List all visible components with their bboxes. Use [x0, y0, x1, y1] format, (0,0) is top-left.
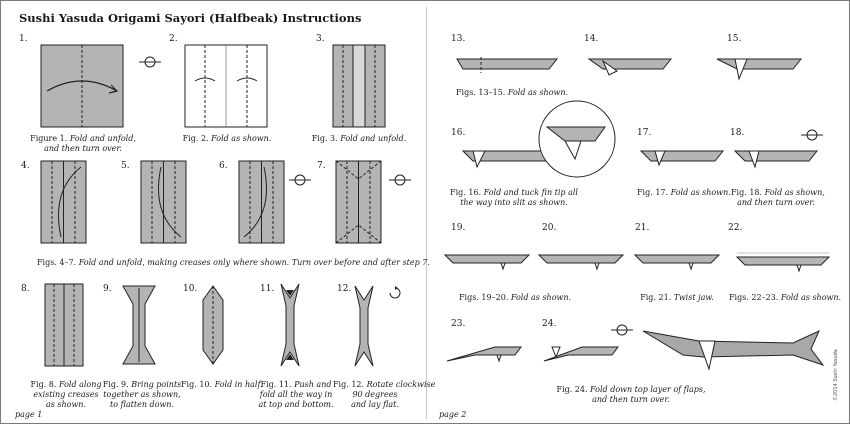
step-24-diagram — [543, 346, 619, 362]
step-number: 23. — [451, 319, 466, 329]
step-5-diagram — [140, 160, 187, 244]
step-number: 16. — [451, 128, 466, 138]
step-number: 6. — [219, 161, 228, 171]
caption-fig4-7: Figs. 4–7. Fold and unfold, making creas… — [37, 258, 430, 267]
caption-fig1: Figure 1. Fold and unfold,and then turn … — [30, 134, 136, 153]
step-12-diagram — [354, 285, 374, 367]
step-number: 4. — [21, 161, 30, 171]
step-number: 13. — [451, 34, 466, 44]
step-16-diagram — [461, 150, 557, 169]
step-15-diagram — [716, 58, 803, 81]
step-7-diagram — [335, 160, 382, 244]
step-22-diagram — [735, 252, 831, 273]
step-10-diagram — [202, 285, 224, 365]
step-3-diagram — [332, 44, 386, 128]
turn-over-icon — [801, 129, 823, 141]
step-number: 18. — [730, 128, 745, 138]
page-divider — [426, 7, 427, 419]
page-number-left: page 1 — [15, 410, 43, 419]
step-16-detail-circle — [538, 100, 616, 178]
step-20-diagram — [537, 254, 625, 271]
page-number-right: page 2 — [439, 410, 467, 419]
step-number: 1. — [19, 34, 28, 44]
turn-over-icon — [389, 174, 411, 186]
caption-fig18: Fig. 18. Fold as shown,and then turn ove… — [731, 188, 825, 207]
step-2-diagram — [184, 44, 268, 128]
caption-fig2: Fig. 2. Fold as shown. — [182, 134, 272, 143]
page-title: Sushi Yasuda Origami Sayori (Halfbeak) I… — [19, 11, 362, 25]
turn-over-icon — [611, 324, 633, 336]
step-number: 3. — [316, 34, 325, 44]
step-14-diagram — [587, 58, 673, 76]
step-number: 7. — [317, 161, 326, 171]
caption-fig13-15: Figs. 13–15. Fold as shown. — [456, 88, 569, 97]
step-number: 17. — [637, 128, 652, 138]
step-number: 12. — [337, 284, 352, 294]
step-9-diagram — [122, 285, 156, 365]
step-number: 24. — [542, 319, 557, 329]
step-number: 8. — [21, 284, 30, 294]
step-number: 5. — [121, 161, 130, 171]
step-8-diagram — [44, 283, 84, 367]
step-number: 22. — [728, 223, 743, 233]
step-number: 11. — [260, 284, 275, 294]
step-number: 21. — [635, 223, 650, 233]
step-11-diagram — [280, 283, 300, 367]
step-19-diagram — [443, 254, 531, 271]
step-13-diagram — [456, 57, 559, 73]
step-23-diagram — [446, 346, 522, 363]
caption-fig3: Fig. 3. Fold and unfold. — [311, 134, 407, 143]
caption-fig19-20: Figs. 19–20. Fold as shown. — [459, 293, 572, 302]
turn-over-icon — [139, 56, 161, 68]
caption-fig24: Fig. 24. Fold down top layer of flaps,an… — [556, 385, 706, 404]
step-1-diagram — [40, 44, 124, 128]
step-number: 9. — [103, 284, 112, 294]
step-number: 14. — [584, 34, 599, 44]
copyright-notice: ©2014 Sushi Yasuda — [833, 349, 839, 401]
step-number: 15. — [727, 34, 742, 44]
step-21-diagram — [633, 254, 721, 271]
caption-fig10: Fig. 10. Fold in half. — [181, 380, 263, 389]
rotate-clockwise-icon — [389, 286, 401, 299]
finished-sayori-fish — [642, 329, 825, 371]
step-17-diagram — [639, 150, 725, 167]
caption-fig17: Fig. 17. Fold as shown. — [637, 188, 731, 197]
step-number: 20. — [542, 223, 557, 233]
step-18-diagram — [733, 150, 819, 169]
turn-over-icon — [289, 174, 311, 186]
step-number: 10. — [183, 284, 198, 294]
step-6-diagram — [238, 160, 285, 244]
step-number: 19. — [451, 223, 466, 233]
step-4-diagram — [40, 160, 87, 244]
caption-fig22-23: Figs. 22–23. Fold as shown. — [729, 293, 842, 302]
step-number: 2. — [169, 34, 178, 44]
caption-fig21: Fig. 21. Twist jaw. — [640, 293, 714, 302]
